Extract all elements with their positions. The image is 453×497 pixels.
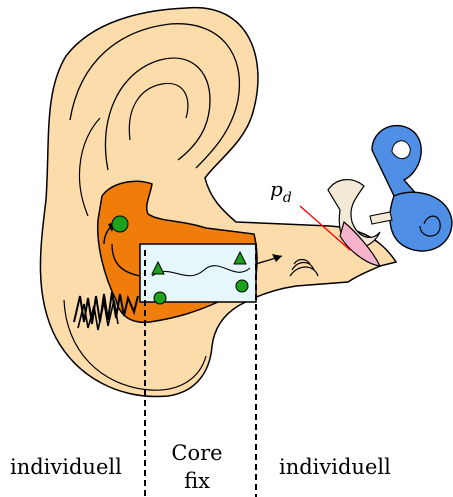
stapes xyxy=(370,212,392,224)
component-bottom-right xyxy=(236,280,248,292)
right-region-label: individuell xyxy=(279,455,391,479)
microphone-component xyxy=(112,216,128,232)
cochlea xyxy=(390,192,452,251)
left-region-label: individuell xyxy=(10,455,122,479)
pressure-label: pd xyxy=(270,177,292,206)
canal-hole xyxy=(392,141,410,159)
component-bottom-left xyxy=(154,292,166,304)
core-label-line2: fix xyxy=(184,469,210,493)
core-label-line1: Core xyxy=(171,441,222,465)
